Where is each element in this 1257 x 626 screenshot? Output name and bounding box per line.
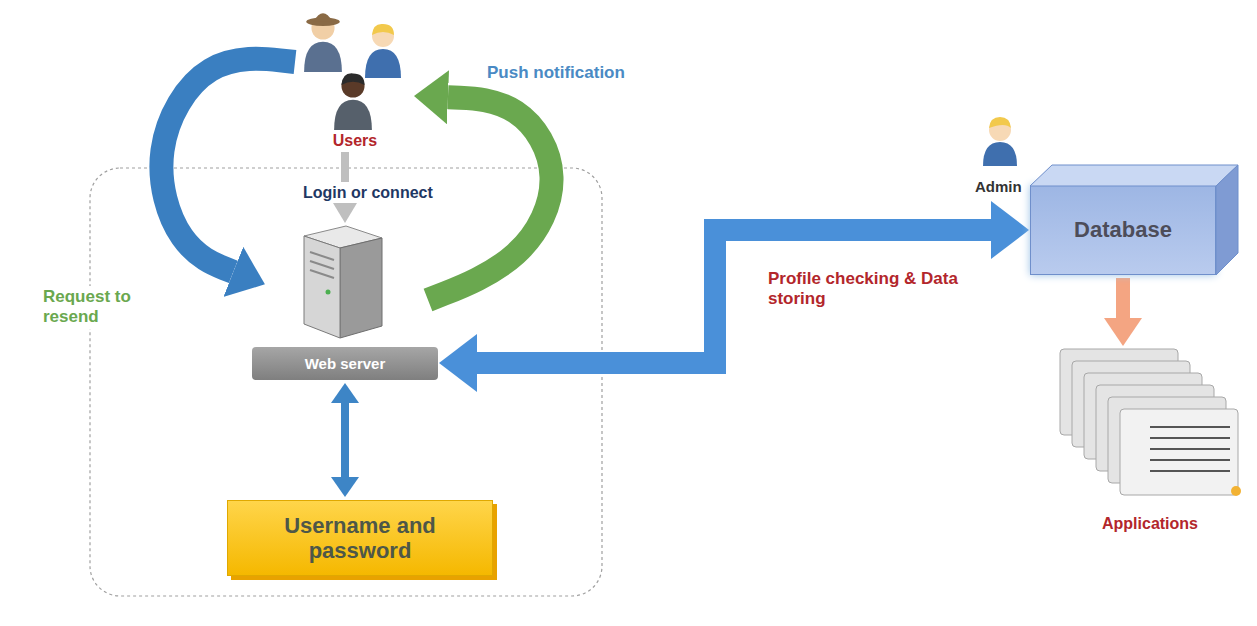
credentials-box: Username and password bbox=[227, 500, 493, 576]
credential-arrow bbox=[341, 403, 349, 477]
users-icon bbox=[295, 0, 415, 152]
output-arrow bbox=[1116, 278, 1130, 318]
admin-icon bbox=[983, 117, 1017, 166]
resend-arrow bbox=[161, 59, 295, 272]
node-label: Users bbox=[327, 130, 383, 152]
edge-label: Profile checking & Data storing bbox=[765, 268, 986, 311]
node-label: Database bbox=[1068, 215, 1178, 244]
apps-icon bbox=[1050, 345, 1250, 535]
edge-label: Push notification bbox=[484, 62, 628, 84]
edge-label: Login or connect bbox=[300, 182, 436, 203]
role-label: Admin bbox=[975, 178, 1022, 195]
user-group: Users bbox=[295, 0, 415, 152]
node-label: Username and password bbox=[228, 511, 492, 566]
node-label: Applications bbox=[1096, 513, 1204, 535]
edge-label: Request to resend bbox=[40, 286, 166, 329]
server-label: Web server bbox=[252, 347, 438, 380]
database-box: Database bbox=[1030, 185, 1216, 275]
application-stack: Applications bbox=[1050, 345, 1250, 535]
web-server: Web server bbox=[252, 222, 438, 380]
push-arrow bbox=[428, 97, 552, 300]
profile-arrow bbox=[477, 230, 991, 363]
